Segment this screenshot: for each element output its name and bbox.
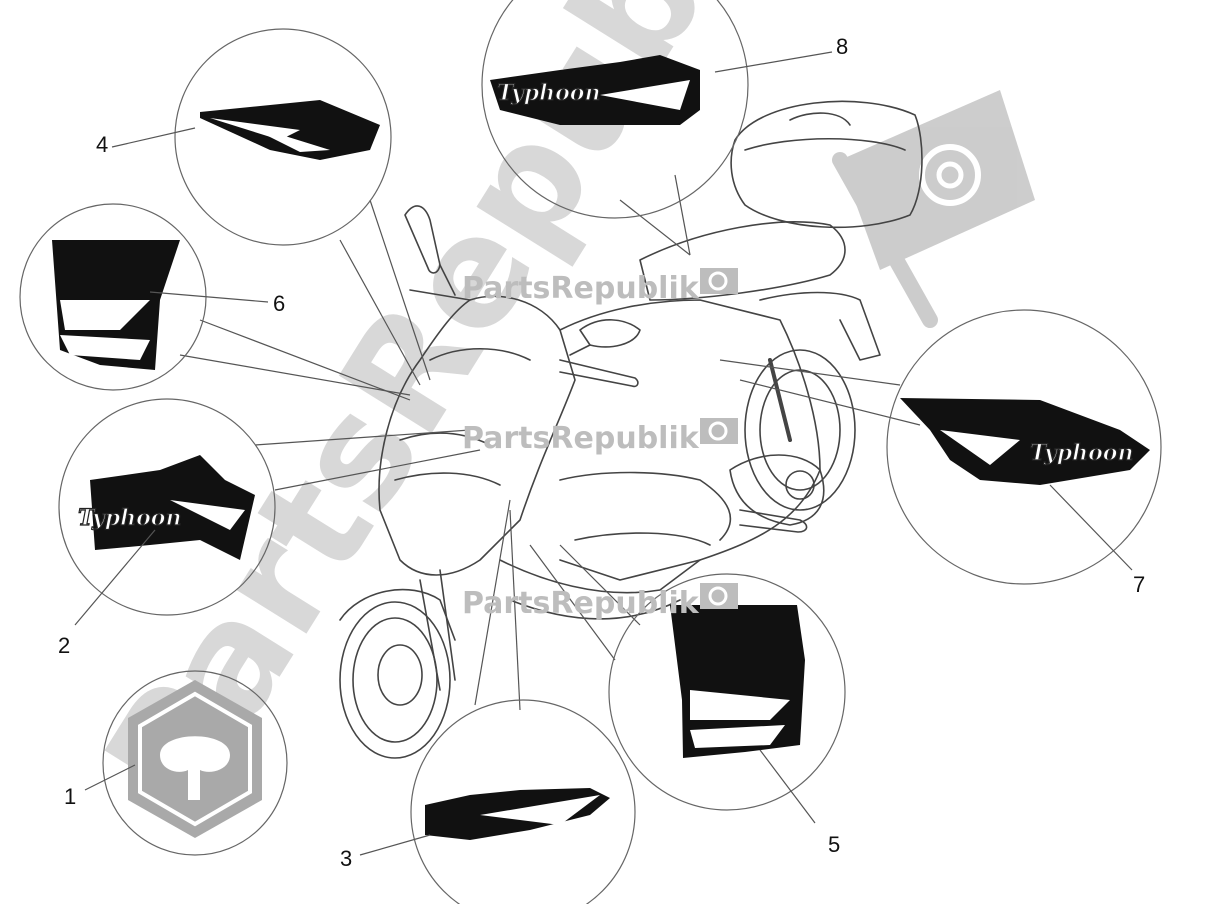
watermark-1-gear-icon xyxy=(708,271,728,291)
detail-circle-8 xyxy=(481,0,749,219)
decal-7-word: Typhoon xyxy=(1030,440,1133,466)
scooter-illustration xyxy=(339,100,923,759)
callout-6: 6 xyxy=(273,291,285,316)
detail-circle-3 xyxy=(410,699,636,904)
detail-circle-4 xyxy=(174,28,392,246)
decal-1-logo xyxy=(128,680,262,838)
callout-numbers: 1 2 3 4 5 6 7 8 xyxy=(58,34,1145,871)
detail-circle-5 xyxy=(608,573,846,811)
detail-circle-1 xyxy=(102,670,288,856)
callout-3: 3 xyxy=(340,846,352,871)
callout-7: 7 xyxy=(1133,572,1145,597)
decal-2-word: Typhoon xyxy=(78,505,181,531)
watermark-2-text: PartsRepublik xyxy=(462,421,700,456)
watermark-2: PartsRepublik xyxy=(462,418,738,456)
decal-7: Typhoon xyxy=(900,398,1150,485)
decal-8-word: Typhoon xyxy=(497,80,600,106)
watermark-3-text: PartsRepublik xyxy=(462,586,700,621)
decal-4 xyxy=(200,100,380,160)
watermark-3: PartsRepublik xyxy=(462,583,738,621)
watermark-3-gear-icon xyxy=(708,586,728,606)
decal-6 xyxy=(52,240,180,370)
watermark-flag-icon xyxy=(832,90,1035,328)
detail-circles xyxy=(19,0,1162,904)
rear-wheel xyxy=(744,349,856,511)
watermark-1: PartsRepublik xyxy=(462,268,738,306)
callout-2: 2 xyxy=(58,633,70,658)
decal-5 xyxy=(670,605,805,758)
top-case xyxy=(730,100,923,229)
small-watermarks: PartsRepublik PartsRepublik PartsRepubli… xyxy=(462,268,738,621)
decal-3 xyxy=(425,788,610,840)
detail-circle-7 xyxy=(886,309,1162,585)
callout-lines xyxy=(74,51,1133,856)
callout-8: 8 xyxy=(836,34,848,59)
detail-circle-2 xyxy=(58,398,276,616)
watermark-2-gear-icon xyxy=(708,421,728,441)
callout-4: 4 xyxy=(96,132,108,157)
decal-8: Typhoon xyxy=(490,55,700,125)
front-fairing xyxy=(378,295,576,576)
callout-5: 5 xyxy=(828,832,840,857)
callout-1: 1 xyxy=(64,784,76,809)
front-wheel xyxy=(339,601,451,759)
leader-lines xyxy=(179,174,921,711)
watermark-1-text: PartsRepublik xyxy=(462,271,700,306)
decal-2: Typhoon xyxy=(77,455,255,560)
right-mirror xyxy=(579,319,641,348)
